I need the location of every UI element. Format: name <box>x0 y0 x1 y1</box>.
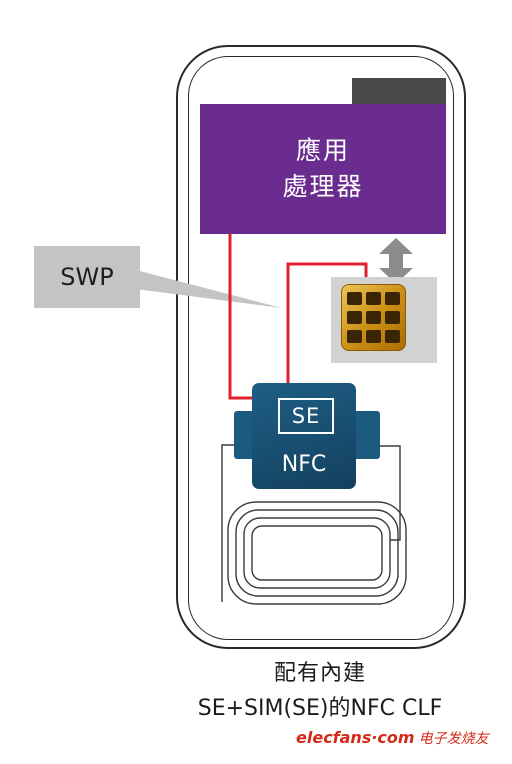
nfc-chip-pin-left <box>234 411 256 459</box>
watermark-cn: 电子发烧友 <box>418 731 489 747</box>
chip-contact <box>385 311 400 324</box>
phone-outer-frame <box>176 45 466 649</box>
se-label: SE <box>291 404 321 428</box>
sim-card <box>331 277 437 363</box>
application-processor: 應用 處理器 <box>200 104 446 234</box>
se-element: SE <box>278 398 334 434</box>
processor-label-line1: 應用 <box>295 136 350 165</box>
chip-contact <box>347 311 362 324</box>
swp-callout: SWP <box>34 246 140 308</box>
phone-inner-frame <box>188 56 454 640</box>
chip-contact <box>385 330 400 343</box>
caption-line2: SE+SIM(SE)的NFC CLF <box>197 696 443 721</box>
swp-callout-pointer <box>128 268 282 308</box>
double-arrow-icon <box>379 238 413 284</box>
watermark-site: elecfans·com <box>296 728 415 747</box>
chip-contact <box>347 330 362 343</box>
sim-chip-icon <box>341 284 406 351</box>
chip-contact <box>347 292 362 305</box>
swp-label: SWP <box>60 263 114 291</box>
nfc-controller-chip <box>252 383 356 489</box>
chip-contact <box>366 330 381 343</box>
nfc-label: NFC <box>281 452 327 477</box>
antenna-coil <box>221 444 407 605</box>
nfc-chip-pin-right <box>352 411 380 459</box>
caption-line1: 配有內建 <box>273 661 366 686</box>
processor-nfc-wire <box>228 234 262 400</box>
chip-contact <box>366 292 381 305</box>
chip-contact <box>385 292 400 305</box>
chip-contact <box>366 311 381 324</box>
processor-label-line2: 處理器 <box>282 172 364 201</box>
